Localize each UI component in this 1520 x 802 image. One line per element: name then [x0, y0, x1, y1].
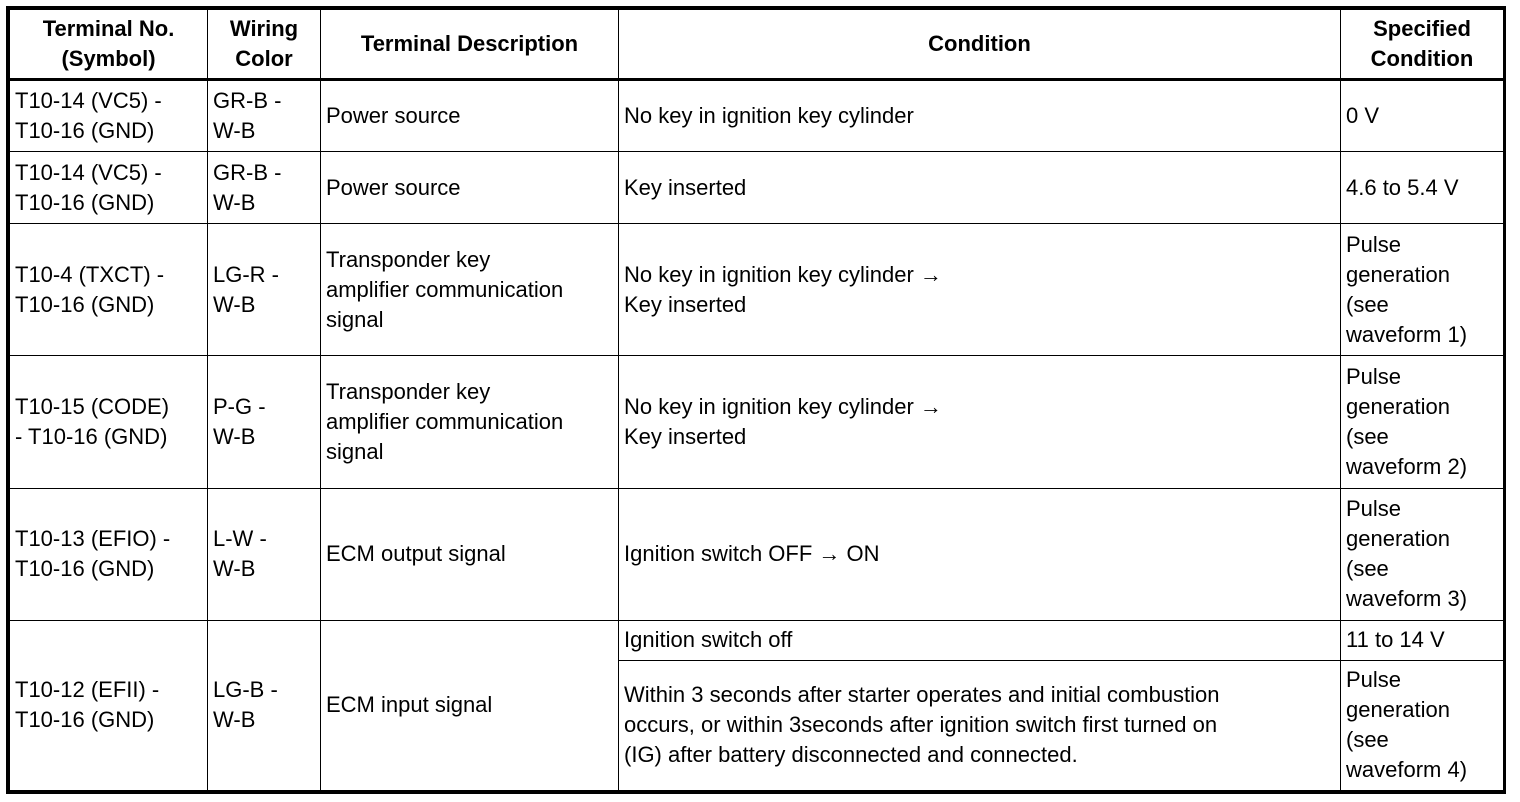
header-condition: Condition — [618, 9, 1341, 81]
cell-wiring: L-W - W-B — [207, 487, 321, 621]
cell-specified: Pulse generation (see waveform 1) — [1340, 223, 1504, 357]
cell-wiring: LG-R - W-B — [207, 223, 321, 357]
header-wiring-color: Wiring Color — [207, 9, 321, 81]
table-row: T10-13 (EFIO) - T10-16 (GND) L-W - W-B E… — [9, 487, 1504, 621]
table-row: T10-14 (VC5) - T10-16 (GND) GR-B - W-B P… — [9, 151, 1504, 225]
cell-wiring: LG-B - W-B — [207, 619, 321, 792]
table-row: T10-15 (CODE) - T10-16 (GND) P-G - W-B T… — [9, 355, 1504, 489]
header-terminal-no: Terminal No. (Symbol) — [9, 9, 208, 81]
cell-description: ECM input signal — [320, 619, 619, 792]
cell-condition: No key in ignition key cylinder — [618, 78, 1341, 153]
cell-condition: Key inserted — [618, 151, 1341, 225]
cell-terminal: T10-12 (EFII) - T10-16 (GND) — [9, 619, 208, 792]
cell-description: Power source — [320, 151, 619, 225]
cell-description: Transponder key amplifier communication … — [320, 355, 619, 489]
table-header-row: Terminal No. (Symbol) Wiring Color Termi… — [9, 9, 1504, 81]
table-row: T10-14 (VC5) - T10-16 (GND) GR-B - W-B P… — [9, 78, 1504, 153]
cell-terminal: T10-13 (EFIO) - T10-16 (GND) — [9, 487, 208, 621]
cell-specified: 4.6 to 5.4 V — [1340, 151, 1504, 225]
cell-condition: Ignition switch OFF → ON — [618, 487, 1341, 621]
header-terminal-description: Terminal Description — [320, 9, 619, 81]
header-specified-condition: Specified Condition — [1340, 9, 1504, 81]
cell-wiring: GR-B - W-B — [207, 78, 321, 153]
cell-description: Power source — [320, 78, 619, 153]
cell-condition: Within 3 seconds after starter operates … — [618, 659, 1341, 792]
terminal-table: Terminal No. (Symbol) Wiring Color Termi… — [9, 9, 1504, 792]
cell-description: Transponder key amplifier communication … — [320, 223, 619, 357]
cell-terminal: T10-15 (CODE) - T10-16 (GND) — [9, 355, 208, 489]
cell-specified: Pulse generation (see waveform 4) — [1340, 659, 1504, 792]
cell-condition: No key in ignition key cylinder → Key in… — [618, 223, 1341, 357]
cell-description: ECM output signal — [320, 487, 619, 621]
cell-wiring: GR-B - W-B — [207, 151, 321, 225]
cell-terminal: T10-14 (VC5) - T10-16 (GND) — [9, 151, 208, 225]
cell-specified: Pulse generation (see waveform 2) — [1340, 355, 1504, 489]
cell-condition: Ignition switch off — [618, 619, 1341, 661]
cell-specified: 11 to 14 V — [1340, 619, 1504, 661]
terminal-table-frame: Terminal No. (Symbol) Wiring Color Termi… — [6, 6, 1506, 794]
table-row: Within 3 seconds after starter operates … — [10, 659, 1504, 792]
cell-terminal: T10-14 (VC5) - T10-16 (GND) — [9, 78, 208, 153]
cell-specified: Pulse generation (see waveform 3) — [1340, 487, 1504, 621]
cell-condition: No key in ignition key cylinder → Key in… — [618, 355, 1341, 489]
cell-terminal: T10-4 (TXCT) - T10-16 (GND) — [9, 223, 208, 357]
table-row: T10-4 (TXCT) - T10-16 (GND) LG-R - W-B T… — [9, 223, 1504, 357]
cell-wiring: P-G - W-B — [207, 355, 321, 489]
cell-specified: 0 V — [1340, 78, 1504, 153]
table-row: T10-12 (EFII) - T10-16 (GND) LG-B - W-B … — [9, 619, 1504, 792]
